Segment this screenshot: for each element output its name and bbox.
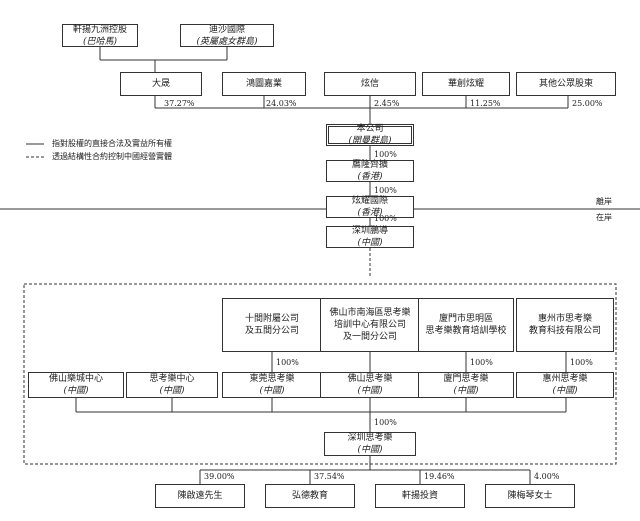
branch-pct: 100% <box>276 358 299 367</box>
shareholding-pct: 37.27% <box>164 99 195 108</box>
shareholder-name: 華創炫耀 <box>447 79 484 89</box>
subsidiary-name: 思考樂中心 <box>149 374 195 384</box>
subsidiary-name: 惠州思考樂 <box>542 374 588 384</box>
shareholder-box: 大晟 <box>120 72 202 96</box>
branch-line: 廈門市思明區 <box>438 314 493 324</box>
hk2-pct: 100% <box>374 186 397 195</box>
opco-holder-pct: 19.46% <box>424 472 455 481</box>
holder-jurisdiction: (英屬處女群島) <box>196 36 258 47</box>
shareholding-pct: 11.25% <box>470 99 501 108</box>
shareholder-box: 鴻圖嘉業 <box>222 72 306 96</box>
subsidiary-box: 廈門思考樂 (中國) <box>418 372 514 398</box>
holder-box: 軒揚九洲控股 (巴哈馬) <box>62 24 138 47</box>
shareholder-name: 大晟 <box>151 79 170 89</box>
opco-holder-name: 陳啟遠先生 <box>177 491 223 501</box>
opco-pct: 100% <box>374 418 397 427</box>
branch-box: 十間附屬公司 及五間分公司 <box>222 298 322 352</box>
shareholding-pct: 24.03% <box>266 99 297 108</box>
hk2-box: 炫耀國際 (香港) <box>326 196 414 218</box>
branch-line: 教育科技有限公司 <box>528 326 601 336</box>
wfoe-box: 深圳鵬導 (中國) <box>326 226 414 248</box>
subsidiary-box: 東莞思考樂 (中國) <box>222 372 322 398</box>
hk1-name: 鷹隆齊擴 <box>351 160 388 170</box>
opco-holder-pct: 39.00% <box>204 472 235 481</box>
subsidiary-jurisdiction: (中國) <box>357 386 383 396</box>
shareholder-box: 炫信 <box>324 72 416 96</box>
branch-line: 思考樂教育培訓學校 <box>425 326 507 336</box>
opco-holder-pct: 37.54% <box>314 472 345 481</box>
opco-box: 深圳思考樂 (中國) <box>324 432 416 456</box>
opco-holder-name: 軒揚投資 <box>401 491 438 501</box>
legend-dashed-text: 透過結構性合約控制中國經營實體 <box>52 152 172 161</box>
shareholder-name: 炫信 <box>360 79 379 89</box>
branch-line: 佛山市南海區思考樂 <box>329 308 411 318</box>
opco-holder-box: 弘德教育 <box>265 484 355 508</box>
opco-holder-box: 陳啟遠先生 <box>155 484 245 508</box>
wfoe-name: 深圳鵬導 <box>351 226 388 236</box>
branch-box: 惠州市思考樂 教育科技有限公司 <box>516 298 614 352</box>
branch-line: 惠州市思考樂 <box>537 314 592 324</box>
subsidiary-jurisdiction: (中國) <box>159 386 185 396</box>
subsidiary-name: 東莞思考樂 <box>249 374 295 384</box>
company-name: 本公司 <box>356 124 384 134</box>
holder-jurisdiction: (巴哈馬) <box>82 36 118 47</box>
shareholder-name: 其他公眾股東 <box>538 79 593 89</box>
subsidiary-name: 佛山樂城中心 <box>48 374 103 384</box>
wfoe-jurisdiction: (中國) <box>357 238 383 248</box>
branch-pct: 100% <box>470 358 493 367</box>
holder-name: 軒揚九洲控股 <box>72 24 127 35</box>
opco-jurisdiction: (中國) <box>357 445 383 455</box>
branch-line: 十間附屬公司 <box>244 314 299 324</box>
subsidiary-jurisdiction: (中國) <box>552 386 578 396</box>
subsidiary-name: 佛山思考樂 <box>347 374 393 384</box>
branch-line: 及五間分公司 <box>244 326 299 336</box>
opco-holder-name: 陳梅琴女士 <box>507 491 553 501</box>
hk1-jurisdiction: (香港) <box>357 172 383 182</box>
branch-pct: 100% <box>570 358 593 367</box>
holder-box: 迪沙國際 (英屬處女群島) <box>180 24 274 47</box>
hk1-box: 鷹隆齊擴 (香港) <box>326 160 414 182</box>
branch-box: 廈門市思明區 思考樂教育培訓學校 <box>418 298 514 352</box>
opco-holder-box: 陳梅琴女士 <box>485 484 575 508</box>
shareholder-name: 鴻圖嘉業 <box>245 79 282 89</box>
legend-solid-text: 指對股權的直接合法及實益所有權 <box>52 139 172 148</box>
branch-line: 培訓中心有限公司 <box>333 320 406 330</box>
hk1-pct: 100% <box>374 150 397 159</box>
subsidiary-box: 惠州思考樂 (中國) <box>516 372 614 398</box>
branch-box: 佛山市南海區思考樂 培訓中心有限公司 及一間分公司 <box>320 298 420 352</box>
hk2-jurisdiction: (香港) <box>357 208 383 218</box>
shareholder-box: 華創炫耀 <box>422 72 510 96</box>
subsidiary-jurisdiction: (中國) <box>259 386 285 396</box>
company-jurisdiction: (開曼群島) <box>348 136 392 146</box>
subsidiary-name: 廈門思考樂 <box>443 374 489 384</box>
subsidiary-box: 佛山思考樂 (中國) <box>320 372 420 398</box>
subsidiary-box: 思考樂中心 (中國) <box>126 372 218 398</box>
shareholding-pct: 2.45% <box>374 99 400 108</box>
subsidiary-jurisdiction: (中國) <box>63 386 89 396</box>
opco-holder-name: 弘德教育 <box>291 491 328 501</box>
shareholding-pct: 25.00% <box>572 99 603 108</box>
holder-name: 迪沙國際 <box>208 24 245 35</box>
opco-holder-box: 軒揚投資 <box>375 484 465 508</box>
opco-name: 深圳思考樂 <box>347 433 393 443</box>
company-box: 本公司 (開曼群島) <box>326 124 414 146</box>
branch-line: 及一間分公司 <box>342 332 397 342</box>
hk2-name: 炫耀國際 <box>351 196 388 206</box>
wfoe-pct: 100% <box>374 214 397 223</box>
onshore-label: 在岸 <box>596 213 612 222</box>
subsidiary-jurisdiction: (中國) <box>453 386 479 396</box>
subsidiary-box: 佛山樂城中心 (中國) <box>28 372 124 398</box>
opco-holder-pct: 4.00% <box>534 472 560 481</box>
shareholder-box: 其他公眾股東 <box>516 72 616 96</box>
offshore-label: 離岸 <box>596 197 612 206</box>
